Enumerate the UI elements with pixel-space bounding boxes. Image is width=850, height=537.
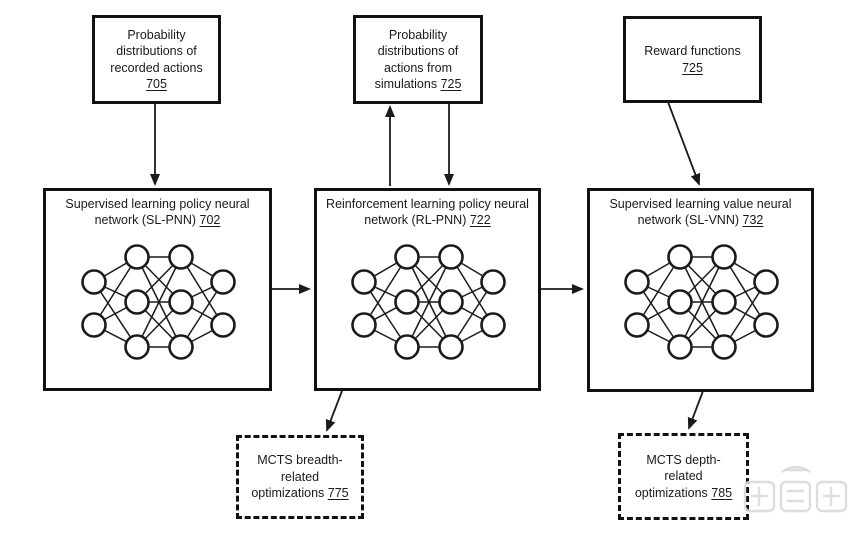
neural-network-icon <box>623 243 780 361</box>
arrow-rlpnn-to-mcts-breadth <box>325 390 343 432</box>
arrow-reward-to-slvnn <box>667 101 701 186</box>
box-label: MCTS breadth-related optimizations 775 <box>247 452 353 502</box>
box-reward-functions: Reward functions 725 <box>623 16 762 103</box>
label-text: Reinforcement learning policy neural net… <box>326 197 529 228</box>
label-text: Probability distributions of actions fro… <box>374 27 459 92</box>
box-label: Probability distributions of recorded ac… <box>103 27 210 93</box>
ref-number: 705 <box>146 77 167 91</box>
box-label: Reward functions 725 <box>634 43 751 76</box>
label-text: Supervised learning value neural network… <box>609 197 792 228</box>
arrow-slvnn-to-mcts-depth <box>687 390 704 430</box>
box-label: MCTS depth-related optimizations 785 <box>629 452 738 502</box>
ref-number: 702 <box>199 213 221 228</box>
ref-number: 775 <box>327 486 349 501</box>
box-title: Reinforcement learning policy neural net… <box>317 196 538 229</box>
chedongxi-logo-icon <box>742 458 850 528</box>
neural-network-icon <box>350 243 507 361</box>
box-sl-vnn: Supervised learning value neural network… <box>587 188 814 392</box>
box-probability-recorded-actions: Probability distributions of recorded ac… <box>92 15 221 104</box>
ref-number: 725 <box>440 77 462 91</box>
label-text: Reward functions <box>644 44 741 58</box>
label-text: Supervised learning policy neural networ… <box>65 197 250 228</box>
ref-number: 722 <box>469 213 491 228</box>
box-mcts-depth: MCTS depth-related optimizations 785 <box>618 433 749 520</box>
ref-number: 732 <box>742 213 764 228</box>
box-probability-simulated-actions: Probability distributions of actions fro… <box>353 15 483 104</box>
box-sl-pnn: Supervised learning policy neural networ… <box>43 188 272 391</box>
label-text: Probability distributions of recorded ac… <box>110 27 203 75</box>
ref-number: 785 <box>711 485 733 500</box>
label-text: MCTS breadth-related optimizations <box>251 453 343 501</box>
box-title: Supervised learning policy neural networ… <box>46 196 269 229</box>
box-mcts-breadth: MCTS breadth-related optimizations 775 <box>236 435 364 519</box>
box-label: Probability distributions of actions fro… <box>364 27 472 93</box>
ref-number: 725 <box>682 60 703 75</box>
box-title: Supervised learning value neural network… <box>590 196 811 229</box>
neural-network-icon <box>80 243 237 361</box>
box-rl-pnn: Reinforcement learning policy neural net… <box>314 188 541 391</box>
label-text: MCTS depth-related optimizations <box>634 452 721 500</box>
